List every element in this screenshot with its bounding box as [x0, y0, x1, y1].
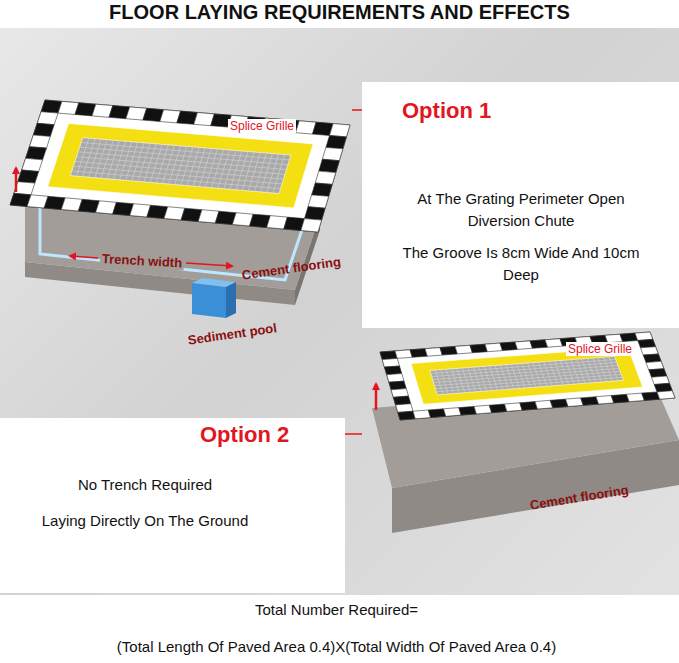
checker-cell	[330, 124, 351, 137]
checker-cell	[500, 342, 518, 351]
mesh-line	[73, 166, 282, 184]
option-box: Option 1 At The Grating Perimeter Open Di…	[362, 82, 679, 328]
mesh-line	[80, 147, 288, 165]
checker-cell	[428, 409, 446, 418]
checker-cell	[444, 408, 462, 417]
checker-cell	[326, 136, 347, 149]
lift-arrow	[15, 168, 18, 192]
checker-cell	[26, 147, 47, 160]
mesh-line	[433, 365, 618, 379]
checker-cell	[33, 123, 54, 136]
checker-cell	[312, 183, 333, 196]
checker-cell	[37, 112, 58, 125]
checker-cell	[515, 341, 533, 350]
formula-text: (Total Length Of Paved Area 0.4)X(Total …	[0, 638, 676, 655]
checker-cell	[654, 383, 672, 392]
checker-cell	[620, 333, 638, 342]
option-text: Laying Directly On The Ground	[0, 510, 290, 532]
checker-cell	[308, 195, 329, 208]
mesh-line	[75, 161, 284, 179]
checker-cell	[413, 410, 431, 419]
checker-cell	[440, 346, 457, 355]
checker-cell	[657, 391, 675, 400]
checker-cell	[319, 159, 340, 172]
mesh-line	[81, 142, 289, 159]
option-heading: Option 2	[200, 422, 289, 448]
mesh-line	[77, 157, 285, 175]
checker-cell	[305, 207, 326, 220]
grey-mesh	[430, 356, 623, 394]
option-text: The Groove Is 8cm Wide And 10cm Deep	[390, 242, 652, 286]
lift-arrow	[375, 384, 378, 410]
yellow-band	[48, 124, 313, 208]
mesh-line	[434, 368, 619, 382]
checker-cell	[489, 404, 507, 413]
checker-cell	[530, 340, 548, 349]
checker-cell	[550, 399, 568, 408]
checker-cell	[301, 219, 322, 232]
checker-cell	[535, 400, 553, 409]
checker-cell	[566, 398, 584, 407]
checker-cell	[459, 406, 477, 415]
grille-outline	[10, 100, 350, 232]
mesh-line	[432, 362, 617, 376]
checker-cell	[395, 350, 412, 359]
checker-cell	[18, 170, 39, 183]
checker-cell	[474, 405, 492, 414]
part-label: Splice Grille	[566, 342, 634, 356]
checker-cell	[485, 343, 503, 352]
checker-cell	[638, 339, 656, 348]
checker-cell	[396, 404, 413, 413]
option-box: Option 2 No Trench RequiredLaying Directl…	[0, 418, 345, 593]
checker-cell	[389, 381, 406, 390]
mesh-line	[435, 371, 620, 385]
option-text: No Trench Required	[0, 474, 290, 496]
part-label: Sediment pool	[185, 320, 280, 348]
checker-cell	[425, 348, 442, 357]
checker-cell	[384, 366, 401, 375]
checker-cell	[627, 393, 645, 402]
option-heading: Option 1	[402, 98, 491, 124]
checker-cell	[382, 358, 399, 367]
mesh-line	[72, 171, 281, 189]
checker-cell	[455, 345, 472, 354]
checker-cell	[391, 389, 408, 398]
mesh-line	[436, 377, 622, 391]
part-label: Splice Grille	[228, 119, 296, 133]
checker-cell	[315, 171, 336, 184]
checker-cell	[646, 361, 664, 370]
formula-text: Total Number Required=	[0, 601, 676, 618]
mesh-line	[435, 374, 621, 388]
checker-cell	[545, 339, 563, 348]
checker-cell	[29, 135, 50, 148]
checker-cell	[22, 158, 43, 171]
checker-cell	[520, 402, 538, 411]
checker-cell	[641, 347, 659, 355]
checker-cell	[642, 392, 660, 401]
grey-mesh	[70, 138, 290, 194]
dimension-arrow	[70, 256, 98, 258]
option-text: At The Grating Perimeter Open Diversion …	[390, 188, 652, 232]
checker-cell	[322, 147, 343, 160]
checker-cell	[611, 394, 629, 403]
checker-cell	[470, 344, 487, 353]
checker-cell	[410, 349, 427, 358]
checker-cell	[387, 374, 404, 383]
checker-cell	[581, 397, 599, 406]
sediment-pool-side	[226, 282, 236, 318]
grille-outline	[380, 332, 675, 420]
sediment-pool	[192, 283, 226, 318]
mesh-line	[431, 359, 616, 373]
checker-cell	[596, 396, 614, 405]
mesh-line	[78, 152, 286, 170]
checker-cell	[393, 396, 411, 405]
dimension-arrow	[186, 263, 232, 266]
checker-cell	[398, 411, 416, 420]
checker-cell	[505, 403, 523, 412]
title: FLOOR LAYING REQUIREMENTS AND EFFECTS	[0, 1, 679, 24]
checker-cell	[380, 351, 397, 360]
